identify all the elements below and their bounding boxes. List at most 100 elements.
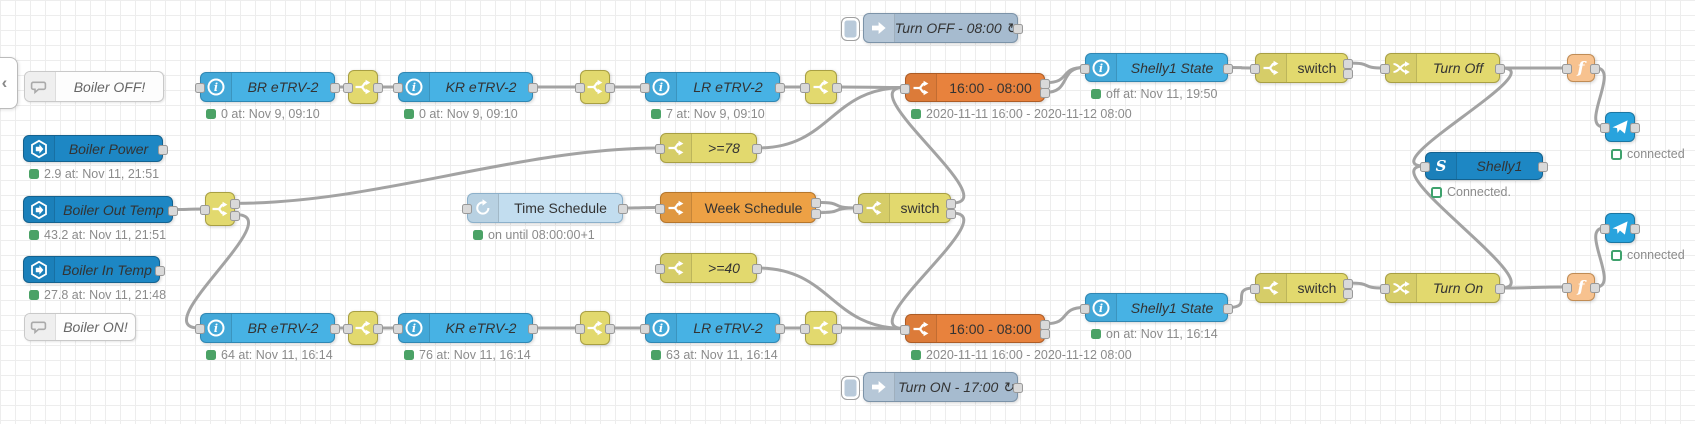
boiler-switch-output-port-1[interactable]	[230, 210, 240, 221]
function-bottom[interactable]: f	[1562, 273, 1600, 301]
switch-small-2a[interactable]	[343, 311, 383, 345]
kr-etrv2-top-output-port-0[interactable]	[528, 83, 538, 93]
timer-turn-on-output-port-0[interactable]	[1013, 383, 1023, 393]
ge-78[interactable]: >=78	[655, 133, 762, 163]
week-schedule-input-port[interactable]	[655, 203, 665, 214]
boiler-switch-output-port-0[interactable]	[230, 199, 240, 210]
shelly1-state-bottom-output-port-0[interactable]	[1223, 303, 1233, 314]
telegram-bottom-output-port-0[interactable]	[1630, 224, 1640, 234]
time-schedule[interactable]: Time Schedule	[462, 193, 628, 223]
telegram-top-output-port-0[interactable]	[1630, 123, 1640, 133]
shelly1-state-top-input-port[interactable]	[1080, 63, 1090, 74]
switch-small-1a[interactable]	[343, 70, 383, 104]
switch-top-output-port-0[interactable]	[1343, 59, 1353, 69]
palette-collapse-handle[interactable]: ‹	[0, 57, 18, 109]
turn-off[interactable]: Turn Off	[1380, 53, 1505, 83]
switch-small-1c-output-port-0[interactable]	[832, 83, 842, 93]
telegram-bottom-input-port[interactable]	[1600, 224, 1610, 234]
timer-turn-off[interactable]: Turn OFF - 08:00 ↻	[841, 13, 1023, 43]
boiler-in-temp-output-port-0[interactable]	[155, 265, 165, 276]
shelly1-state-top-output-port-0[interactable]	[1223, 63, 1233, 74]
telegram-bottom[interactable]	[1600, 213, 1640, 243]
time-range-bottom-output-port-1[interactable]	[1040, 329, 1050, 340]
lr-etrv2-top-output-port-0[interactable]	[775, 83, 785, 93]
boiler-power-output-port-0[interactable]	[158, 144, 168, 155]
function-top-output-port-0[interactable]	[1590, 64, 1600, 74]
boiler-out-temp-output-port-0[interactable]	[168, 205, 178, 216]
switch-small-1a-output-port-0[interactable]	[373, 83, 383, 93]
time-range-bottom-output-port-0[interactable]	[1040, 319, 1050, 330]
switch-top-input-port[interactable]	[1250, 64, 1260, 74]
lr-etrv2-top-input-port[interactable]	[640, 83, 650, 93]
function-bottom-output-port-0[interactable]	[1590, 283, 1600, 293]
week-schedule-output-port-0[interactable]	[811, 198, 821, 209]
kr-etrv2-top-input-port[interactable]	[393, 83, 403, 93]
time-range-top-output-port-0[interactable]	[1040, 78, 1050, 89]
switch-bottom[interactable]: switch	[1250, 273, 1353, 303]
ge-40-output-port-0[interactable]	[752, 264, 762, 274]
ge-40-input-port[interactable]	[655, 264, 665, 274]
switch-small-2a-input-port[interactable]	[343, 324, 353, 334]
kr-etrv2-bottom-input-port[interactable]	[393, 324, 403, 334]
function-bottom-input-port[interactable]	[1562, 283, 1572, 293]
ge-40[interactable]: >=40	[655, 253, 762, 283]
shelly1-state-bottom-input-port[interactable]	[1080, 303, 1090, 314]
switch-top-output-port-1[interactable]	[1343, 69, 1353, 79]
week-switch[interactable]: switch	[853, 193, 956, 223]
function-top[interactable]: f	[1562, 54, 1600, 82]
boiler-power[interactable]: Boiler Power	[23, 135, 168, 162]
switch-small-1c-input-port[interactable]	[800, 83, 810, 93]
switch-small-2b-output-port-0[interactable]	[605, 324, 615, 334]
ge-78-input-port[interactable]	[655, 144, 665, 154]
turn-on[interactable]: Turn On	[1380, 273, 1505, 303]
timer-turn-on[interactable]: Turn ON - 17:00 ↻	[841, 372, 1023, 402]
switch-small-2a-output-port-0[interactable]	[373, 324, 383, 334]
week-switch-output-port-1[interactable]	[946, 209, 956, 219]
switch-small-1b-output-port-0[interactable]	[605, 83, 615, 93]
boiler-switch[interactable]	[200, 192, 240, 226]
switch-small-1a-input-port[interactable]	[343, 83, 353, 93]
switch-small-1b-input-port[interactable]	[575, 83, 585, 93]
time-range-top-output-port-1[interactable]	[1040, 88, 1050, 99]
switch-bottom-output-port-0[interactable]	[1343, 279, 1353, 289]
ge-78-output-port-0[interactable]	[752, 144, 762, 154]
timer-turn-off-output-port-0[interactable]	[1013, 24, 1023, 34]
comment-boiler-off[interactable]: Boiler OFF!	[24, 71, 164, 102]
time-schedule-output-port-0[interactable]	[618, 204, 628, 214]
boiler-switch-input-port[interactable]	[200, 205, 210, 215]
turn-on-input-port[interactable]	[1380, 284, 1390, 294]
lr-etrv2-bottom-output-port-0[interactable]	[775, 324, 785, 334]
turn-on-output-port-0[interactable]	[1495, 284, 1505, 294]
switch-small-2b-input-port[interactable]	[575, 324, 585, 334]
week-switch-output-port-0[interactable]	[946, 199, 956, 209]
boiler-in-temp[interactable]: Boiler In Temp	[23, 256, 165, 283]
br-etrv2-top-output-port-0[interactable]	[330, 83, 340, 93]
br-etrv2-bottom-input-port[interactable]	[195, 324, 205, 334]
week-schedule-output-port-1[interactable]	[811, 208, 821, 219]
timer-turn-on-inject-button[interactable]	[841, 376, 860, 400]
br-etrv2-top-input-port[interactable]	[195, 83, 205, 93]
week-switch-input-port[interactable]	[853, 204, 863, 214]
time-range-top-input-port[interactable]	[900, 83, 910, 94]
shelly1-device-input-port[interactable]	[1420, 162, 1430, 172]
switch-small-2c-output-port-0[interactable]	[832, 324, 842, 334]
switch-small-1c[interactable]	[800, 70, 842, 104]
boiler-out-temp[interactable]: Boiler Out Temp	[23, 196, 178, 223]
time-range-bottom[interactable]: 16:00 - 08:00	[900, 314, 1050, 343]
time-range-bottom-input-port[interactable]	[900, 324, 910, 335]
switch-small-1b[interactable]	[575, 70, 615, 104]
telegram-top-input-port[interactable]	[1600, 123, 1610, 133]
comment-boiler-on[interactable]: Boiler ON!	[24, 313, 136, 341]
switch-small-2c-input-port[interactable]	[800, 324, 810, 334]
kr-etrv2-bottom-output-port-0[interactable]	[528, 324, 538, 334]
switch-bottom-output-port-1[interactable]	[1343, 289, 1353, 299]
